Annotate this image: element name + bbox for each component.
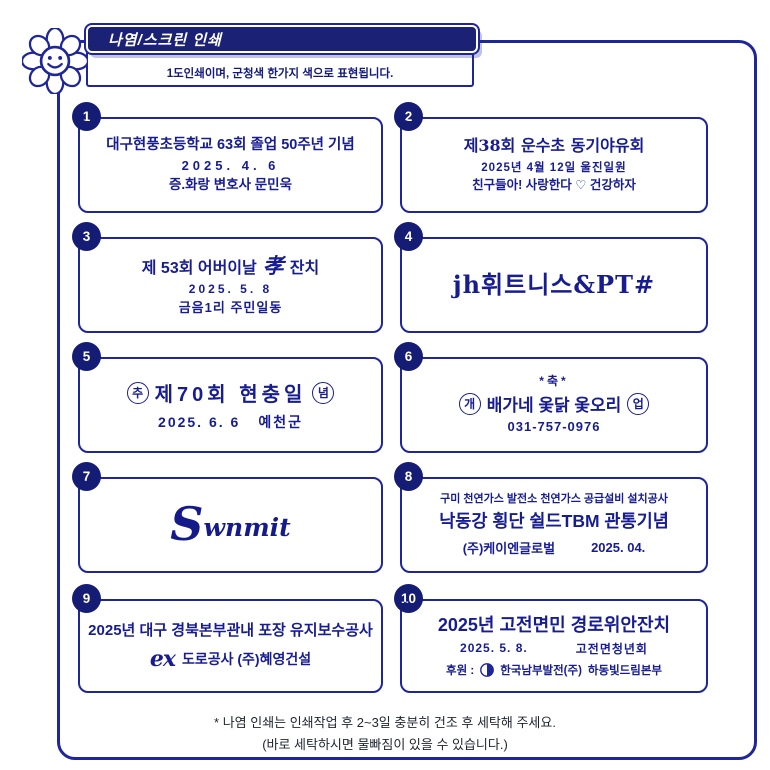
sample-line: 낙동강 횡단 쉴드TBM 관통기념 <box>439 510 669 531</box>
card-number: 2 <box>404 109 413 124</box>
sample-text: 배가네 옻닭 옻오리 <box>486 396 622 416</box>
page-title: 나염/스크린 인쇄 <box>108 31 222 49</box>
sample-text: 고전면청년회 <box>575 641 648 656</box>
card-number: 3 <box>82 229 91 244</box>
sample-card-3: 3 제 53회 어버이날 孝 잔치 2025. 5. 8 금음1리 주민일동 <box>72 222 383 333</box>
sample-card-10: 10 2025년 고전면민 경로위안잔치 2025. 5. 8. 고전면청년회 … <box>394 584 708 693</box>
card-number-badge: 3 <box>72 222 101 251</box>
circled-character: 념 <box>312 381 335 404</box>
kospo-circle-icon <box>480 662 495 677</box>
card-number-badge: 9 <box>72 584 101 613</box>
sample-date-text: 2025. 04. <box>591 539 646 555</box>
sample-card-5: 5 추 제70회 현충일 념 2025. 6. 6 예천군 <box>72 342 383 453</box>
sample-line: 제 53회 어버이날 孝 잔치 <box>142 254 319 278</box>
sample-card-2: 2 제38회 운수초 동기야유회 2025년 4월 12일 울진일원 친구들아!… <box>394 102 708 213</box>
sample-date: 2025. 4. 6 <box>181 157 280 173</box>
header-subtitle-box: 1도인쇄이며, 군청색 한가지 색으로 표현됩니다. <box>86 49 474 87</box>
circled-character: 업 <box>627 392 650 415</box>
expressway-ex-logo: ex <box>149 646 176 673</box>
sample-card-6: 6 *축* 개 배가네 옻닭 옻오리 업 031-757-0976 <box>394 342 708 453</box>
sample-date-text: 2025. 6. 6 <box>158 414 241 430</box>
sample-line: 구미 천연가스 발전소 천연가스 공급설비 설치공사 <box>440 493 668 506</box>
sample-text: 제70회 현충일 <box>154 384 307 406</box>
company-name: 한국남부발전(주) <box>500 664 582 677</box>
logo-text: S wnmit <box>170 497 291 552</box>
circled-character: 개 <box>458 392 481 415</box>
sample-date: 2025년 4월 12일 울진일원 <box>481 162 627 174</box>
sample-text: 제 53회 어버이날 <box>141 259 257 277</box>
header-banner: 나염/스크린 인쇄 <box>86 25 478 53</box>
sample-line: jh휘트니스&PT# <box>452 270 656 299</box>
sample-card-1: 1 대구현풍초등학교 63회 졸업 50주년 기념 2025. 4. 6 증.화… <box>72 102 383 213</box>
card-number-badge: 7 <box>72 462 101 491</box>
sample-line: 개 배가네 옻닭 옻오리 업 <box>453 391 656 416</box>
sample-date-text: 2025. 5. 8. <box>460 641 528 656</box>
card-number-badge: 4 <box>394 222 423 251</box>
card-number-badge: 5 <box>72 342 101 371</box>
smiley-flower-icon <box>20 26 90 96</box>
company-name: 하동빛드림본부 <box>587 664 662 677</box>
company-name: 도로공사 (주)혜영건설 <box>181 651 312 668</box>
card-number: 9 <box>82 591 91 606</box>
card-number-badge: 8 <box>394 462 423 491</box>
sponsor-line: 후원 : 한국남부발전(주) 하동빛드림본부 <box>446 662 662 678</box>
sample-date: 2025. 5. 8 <box>188 281 273 296</box>
card-number: 1 <box>82 109 91 124</box>
card-number-badge: 6 <box>394 342 423 371</box>
card-number: 6 <box>404 349 413 364</box>
company-name: (주)케이엔글로벌 <box>462 540 556 556</box>
sample-text: 예천군 <box>258 414 303 430</box>
sample-line: 추 제70회 현충일 념 <box>121 378 341 407</box>
sample-line: 2025년 고전면민 경로위안잔치 <box>437 615 671 636</box>
sample-card-4: 4 jh휘트니스&PT# <box>394 222 708 333</box>
card-number: 7 <box>82 469 91 484</box>
sample-card-8: 8 구미 천연가스 발전소 천연가스 공급설비 설치공사 낙동강 횡단 쉴드TB… <box>394 462 708 573</box>
sample-card-7: 7 S wnmit <box>72 462 383 573</box>
sample-line: 친구들아! 사랑한다 ♡ 건강하자 <box>472 178 636 193</box>
sample-card-9: 9 2025년 대구 경북본부관내 포장 유지보수공사 ex 도로공사 (주)혜… <box>72 584 383 693</box>
logo-rest: wnmit <box>203 512 291 542</box>
footer-notes: * 나염 인쇄는 인쇄작업 후 2~3일 충분히 건조 후 세탁해 주세요. (… <box>0 712 770 756</box>
care-instruction-2: (바로 세탁하시면 물빠짐이 있을 수 있습니다.) <box>262 737 508 752</box>
logo-initial: S <box>170 497 204 552</box>
sample-line: 금음1리 주민일동 <box>178 299 283 315</box>
card-number: 5 <box>82 349 91 364</box>
hanja-character: 孝 <box>262 253 284 279</box>
sample-line: 증.화랑 변호사 문민욱 <box>168 176 293 192</box>
phone-number: 031-757-0976 <box>507 419 601 435</box>
sample-line: 제38회 운수초 동기야유회 <box>463 136 645 155</box>
sample-line: 대구현풍초등학교 63회 졸업 50주년 기념 <box>106 137 355 154</box>
circled-character: 추 <box>126 381 149 404</box>
sample-line: 2025. 5. 8. 고전면청년회 <box>460 640 648 657</box>
card-number-badge: 2 <box>394 102 423 131</box>
sponsor-label: 후원 : <box>446 664 475 677</box>
card-number: 10 <box>400 591 417 606</box>
sample-line: (주)케이엔글로벌 2025. 04. <box>463 538 646 557</box>
card-number: 4 <box>404 229 413 244</box>
card-number: 8 <box>404 469 413 484</box>
sample-text: 잔치 <box>289 259 320 277</box>
sample-line: ex 도로공사 (주)혜영건설 <box>150 648 311 670</box>
page-subtitle: 1도인쇄이며, 군청색 한가지 색으로 표현됩니다. <box>166 68 394 80</box>
sample-date: 2025. 6. 6 예천군 <box>158 412 303 432</box>
sample-line: 2025년 대구 경북본부관내 포장 유지보수공사 <box>88 621 373 639</box>
card-number-badge: 1 <box>72 102 101 131</box>
card-number-badge: 10 <box>394 584 423 613</box>
sample-text: *축* <box>539 374 569 389</box>
care-instruction-1: * 나염 인쇄는 인쇄작업 후 2~3일 충분히 건조 후 세탁해 주세요. <box>214 715 556 730</box>
